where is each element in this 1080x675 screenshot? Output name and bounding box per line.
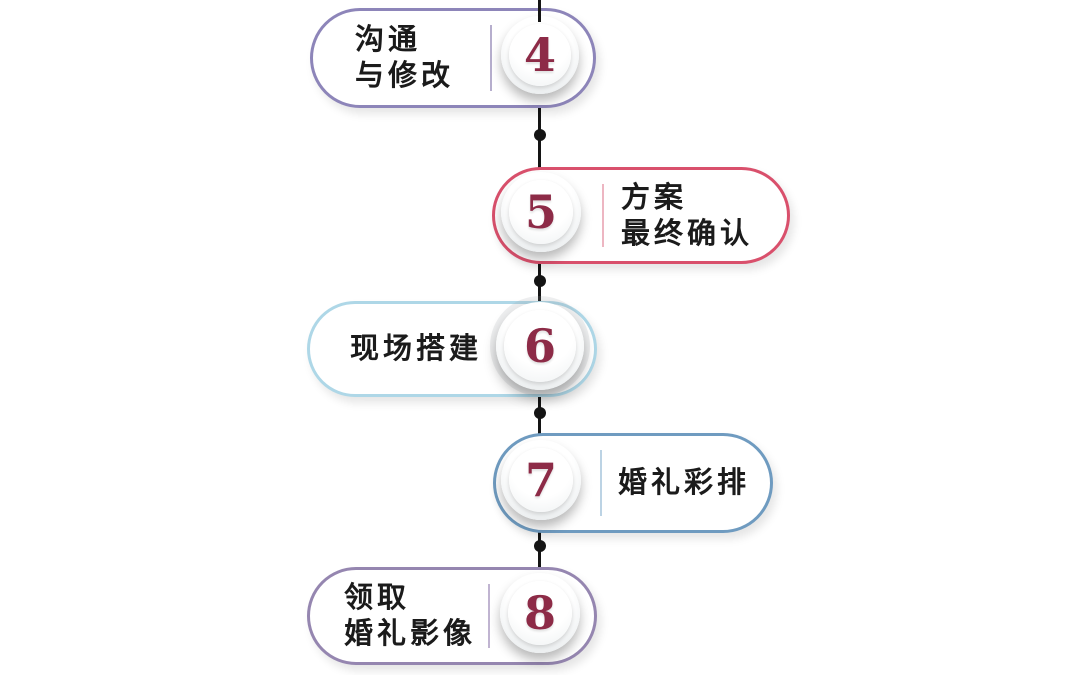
timeline-line-top-segment bbox=[538, 0, 541, 22]
step-8-label-line1: 领取 bbox=[344, 582, 411, 614]
connector-dot bbox=[534, 129, 546, 141]
step-4-divider bbox=[490, 25, 492, 91]
step-7-divider bbox=[600, 450, 602, 516]
step-7-badge: 7 bbox=[501, 440, 581, 520]
step-5-label-line1: 方案 bbox=[621, 181, 688, 214]
step-5-label: 方案 最终确认 bbox=[621, 180, 753, 252]
step-8-label-line2: 婚礼影像 bbox=[344, 618, 477, 650]
connector-dot bbox=[534, 540, 546, 552]
step-4-number: 4 bbox=[523, 28, 556, 82]
step-6-label-line1: 现场搭建 bbox=[350, 333, 483, 365]
step-6-label: 现场搭建 bbox=[350, 331, 482, 367]
step-7-label: 婚礼彩排 bbox=[618, 465, 750, 501]
step-6-number: 6 bbox=[523, 319, 556, 373]
connector-dot bbox=[534, 407, 546, 419]
step-6-badge: 6 bbox=[496, 302, 584, 390]
step-5-label-line2: 最终确认 bbox=[621, 217, 754, 250]
step-8-number: 8 bbox=[523, 586, 556, 640]
step-5-badge: 5 bbox=[501, 172, 581, 252]
connector-dot bbox=[534, 275, 546, 287]
step-5-divider bbox=[602, 184, 604, 247]
step-8-label: 领取 婚礼影像 bbox=[344, 580, 476, 652]
step-7-label-line1: 婚礼彩排 bbox=[618, 467, 751, 499]
step-5-number: 5 bbox=[524, 185, 557, 239]
step-4-label: 沟通 与修改 bbox=[355, 22, 454, 94]
step-4-label-line2: 与修改 bbox=[355, 60, 455, 92]
step-8-badge: 8 bbox=[500, 573, 580, 653]
step-8-divider bbox=[488, 584, 490, 648]
step-4-label-line1: 沟通 bbox=[355, 24, 422, 56]
step-7-number: 7 bbox=[524, 453, 557, 507]
step-4-badge: 4 bbox=[501, 16, 579, 94]
